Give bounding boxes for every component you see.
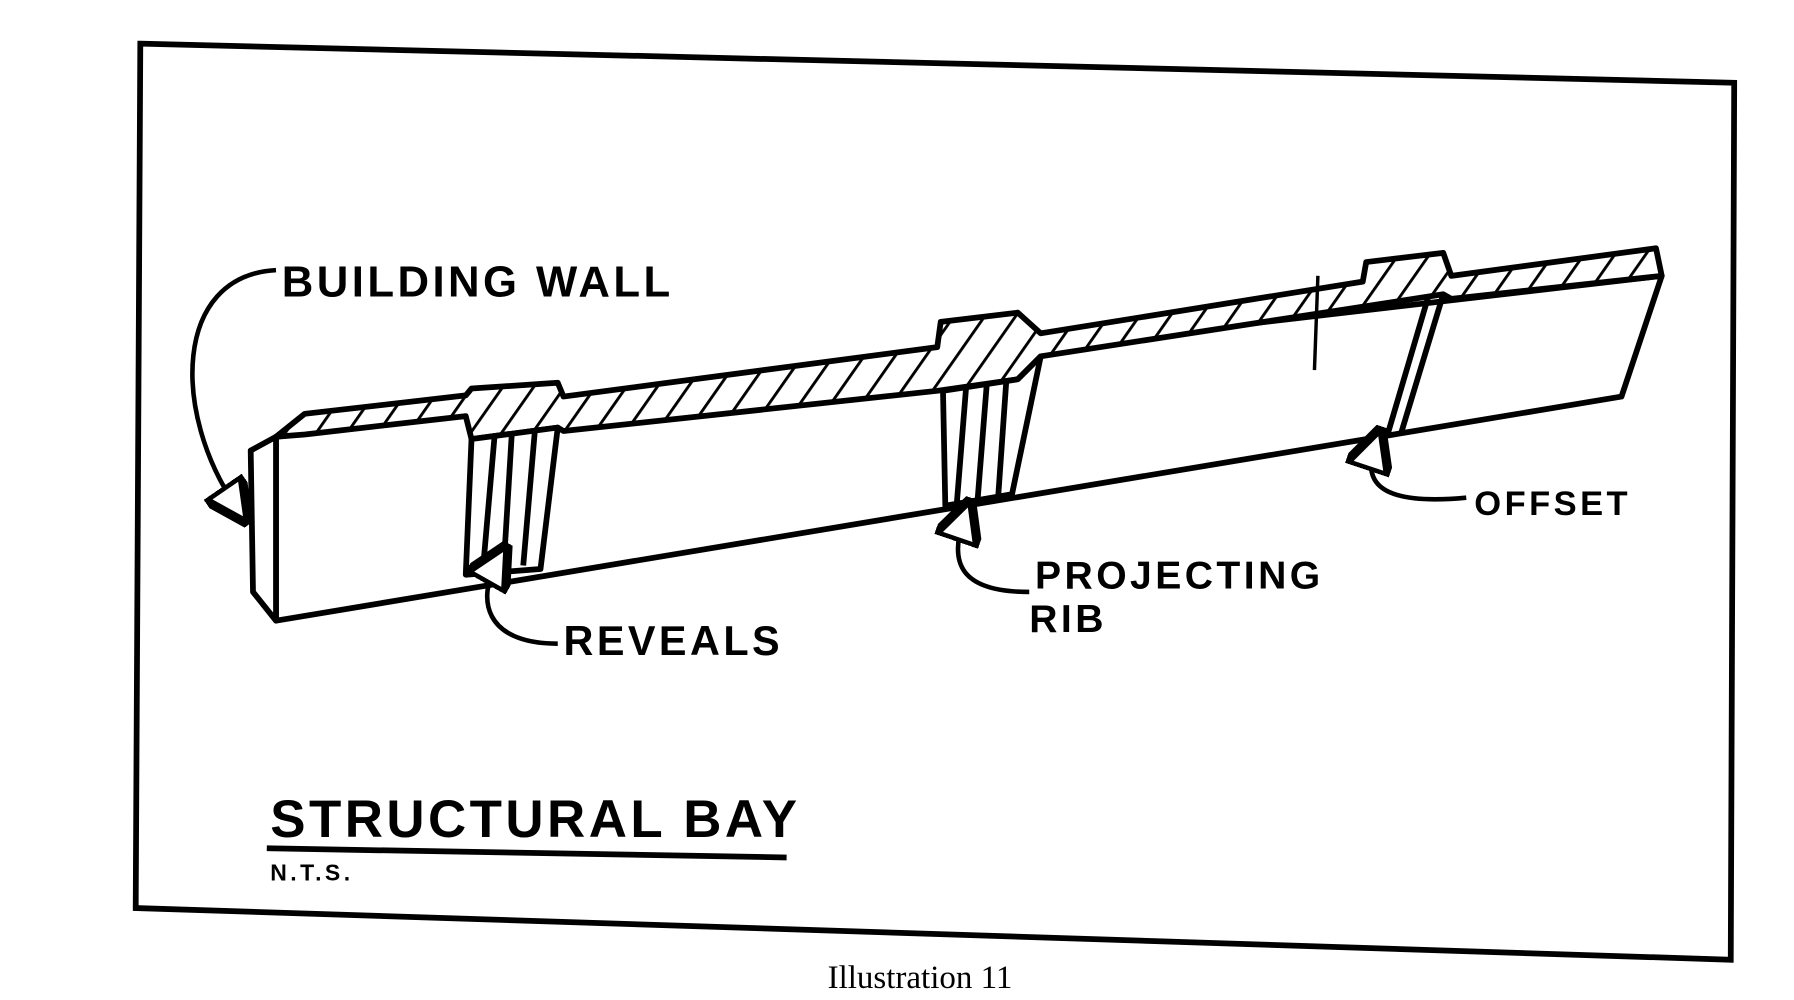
reveals-grooves [462, 424, 561, 578]
wall-end-face [247, 433, 279, 624]
label-offset: OFFSET [1474, 485, 1631, 523]
label-rib: RIB [1029, 598, 1107, 641]
label-reveals: REVEALS [563, 618, 783, 664]
arrow-reveals [487, 563, 558, 646]
projecting-rib [940, 353, 1044, 509]
arrow-building-wall [190, 267, 277, 506]
title-underline [266, 845, 787, 861]
arrow-offset [1371, 448, 1467, 502]
drawing-title: STRUCTURAL BAY [270, 790, 800, 849]
label-projecting: PROJECTING [1035, 555, 1324, 598]
leader-arrows [190, 267, 1467, 646]
offset-joint [1312, 275, 1447, 438]
illustration-caption: Illustration 11 [827, 960, 1013, 996]
scale-note: N.T.S. [270, 859, 353, 885]
arrow-projecting-rib [958, 520, 1030, 595]
building-wall [247, 245, 1665, 624]
drawing-frame [132, 40, 1738, 963]
label-building-wall: BUILDING WALL [282, 258, 674, 307]
